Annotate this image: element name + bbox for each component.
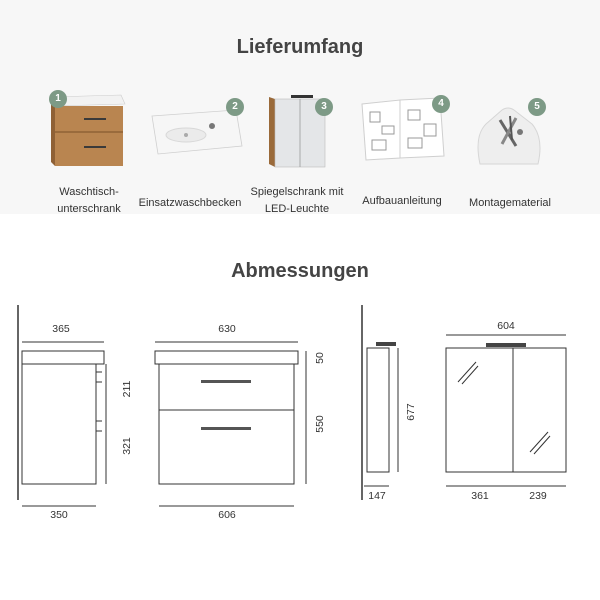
side-top-outline [21, 350, 105, 365]
dim-label: 239 [529, 490, 547, 502]
mirror-front-outline [445, 347, 567, 473]
dim-label: 606 [218, 509, 236, 521]
side-body-outline [21, 363, 97, 485]
dim-label: 365 [52, 323, 70, 335]
item-number-badge: 1 [49, 90, 67, 108]
dimension-drawings: 365 350 211 321 630 606 50 550 677 147 6… [17, 305, 567, 521]
glare-line [457, 361, 477, 383]
dim-label: 321 [121, 437, 133, 455]
front-top-outline [154, 350, 299, 365]
front-body-outline [158, 363, 295, 485]
led-lamp [486, 343, 526, 347]
glare-line [529, 431, 549, 453]
mirror-side-outline [366, 347, 390, 473]
dim-label: 147 [368, 490, 386, 502]
vanity-cabinet-image [50, 94, 126, 166]
included-heading: Lieferumfang [236, 36, 364, 58]
dim-label: 50 [314, 352, 326, 364]
washbasin-image [151, 109, 243, 155]
dim-label: 350 [50, 509, 68, 521]
dim-label: 550 [314, 415, 326, 433]
instructions-image [361, 97, 445, 161]
dim-label: 630 [218, 323, 236, 335]
item-number-badge: 4 [432, 95, 450, 113]
dimensions-heading: Abmessungen [231, 260, 369, 282]
item-number-badge: 3 [315, 98, 333, 116]
item-caption: Einsatzwaschbecken [138, 197, 242, 209]
dim-label: 604 [497, 320, 515, 332]
drawer-handle [201, 427, 251, 430]
dim-label: 677 [405, 403, 417, 421]
dim-label: 211 [121, 380, 133, 397]
led-lamp-side [376, 342, 396, 346]
drawer-handle [201, 380, 251, 383]
item-number-badge: 5 [528, 98, 546, 116]
glare-line [461, 365, 479, 385]
glare-line [533, 435, 551, 455]
item-caption: Montagematerial [469, 197, 551, 209]
item-caption: Aufbauanleitung [362, 195, 442, 207]
item-caption: Waschtisch-unterschrank [57, 186, 121, 215]
item-number-badge: 2 [226, 98, 244, 116]
mounting-material-image [477, 107, 541, 165]
mirror-cabinet-image [269, 95, 326, 168]
dim-label: 361 [471, 490, 489, 502]
